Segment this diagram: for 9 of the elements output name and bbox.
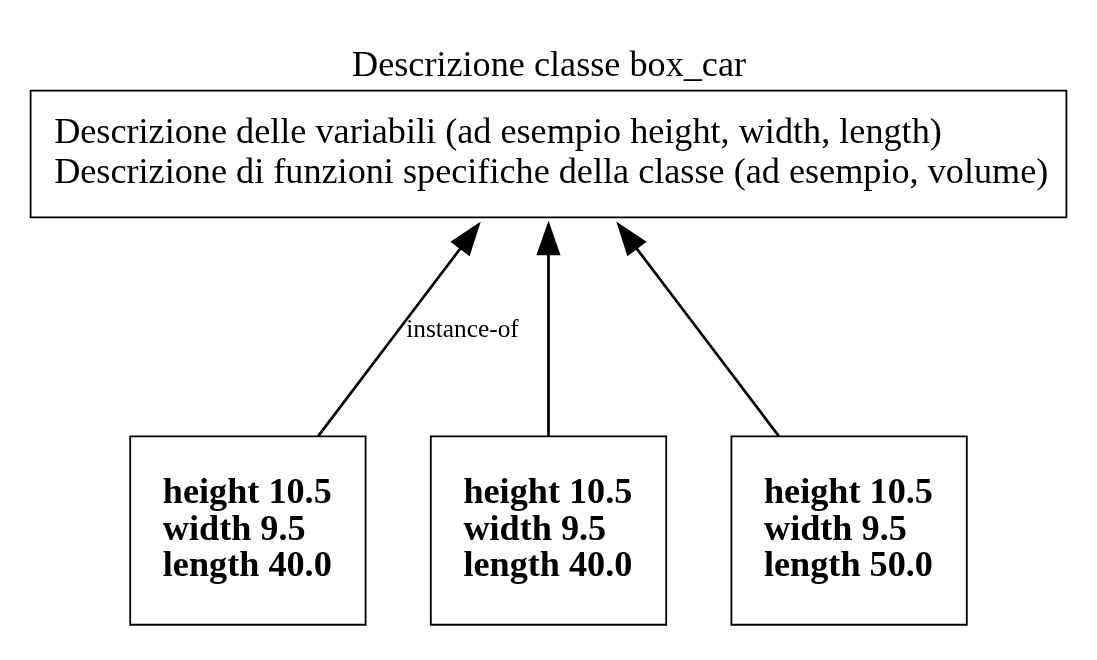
- node-label: Descrizione classe box_car: [352, 43, 747, 84]
- edge-label: instance-of: [406, 313, 519, 342]
- node-box: height 10.5 width 9.5 length 40.0: [429, 435, 668, 626]
- arrow: [616, 221, 781, 437]
- node-box: height 10.5 width 9.5 length 40.0: [129, 435, 367, 626]
- node-box: height 10.5 width 9.5 length 50.0: [730, 435, 968, 626]
- arrow: [536, 220, 561, 436]
- arrow: [316, 221, 481, 437]
- node-box: Descrizione delle variabili (ad esempio height, width, length) Descrizione di funzioni specifiche della classe (ad esempio, volume): [29, 89, 1068, 218]
